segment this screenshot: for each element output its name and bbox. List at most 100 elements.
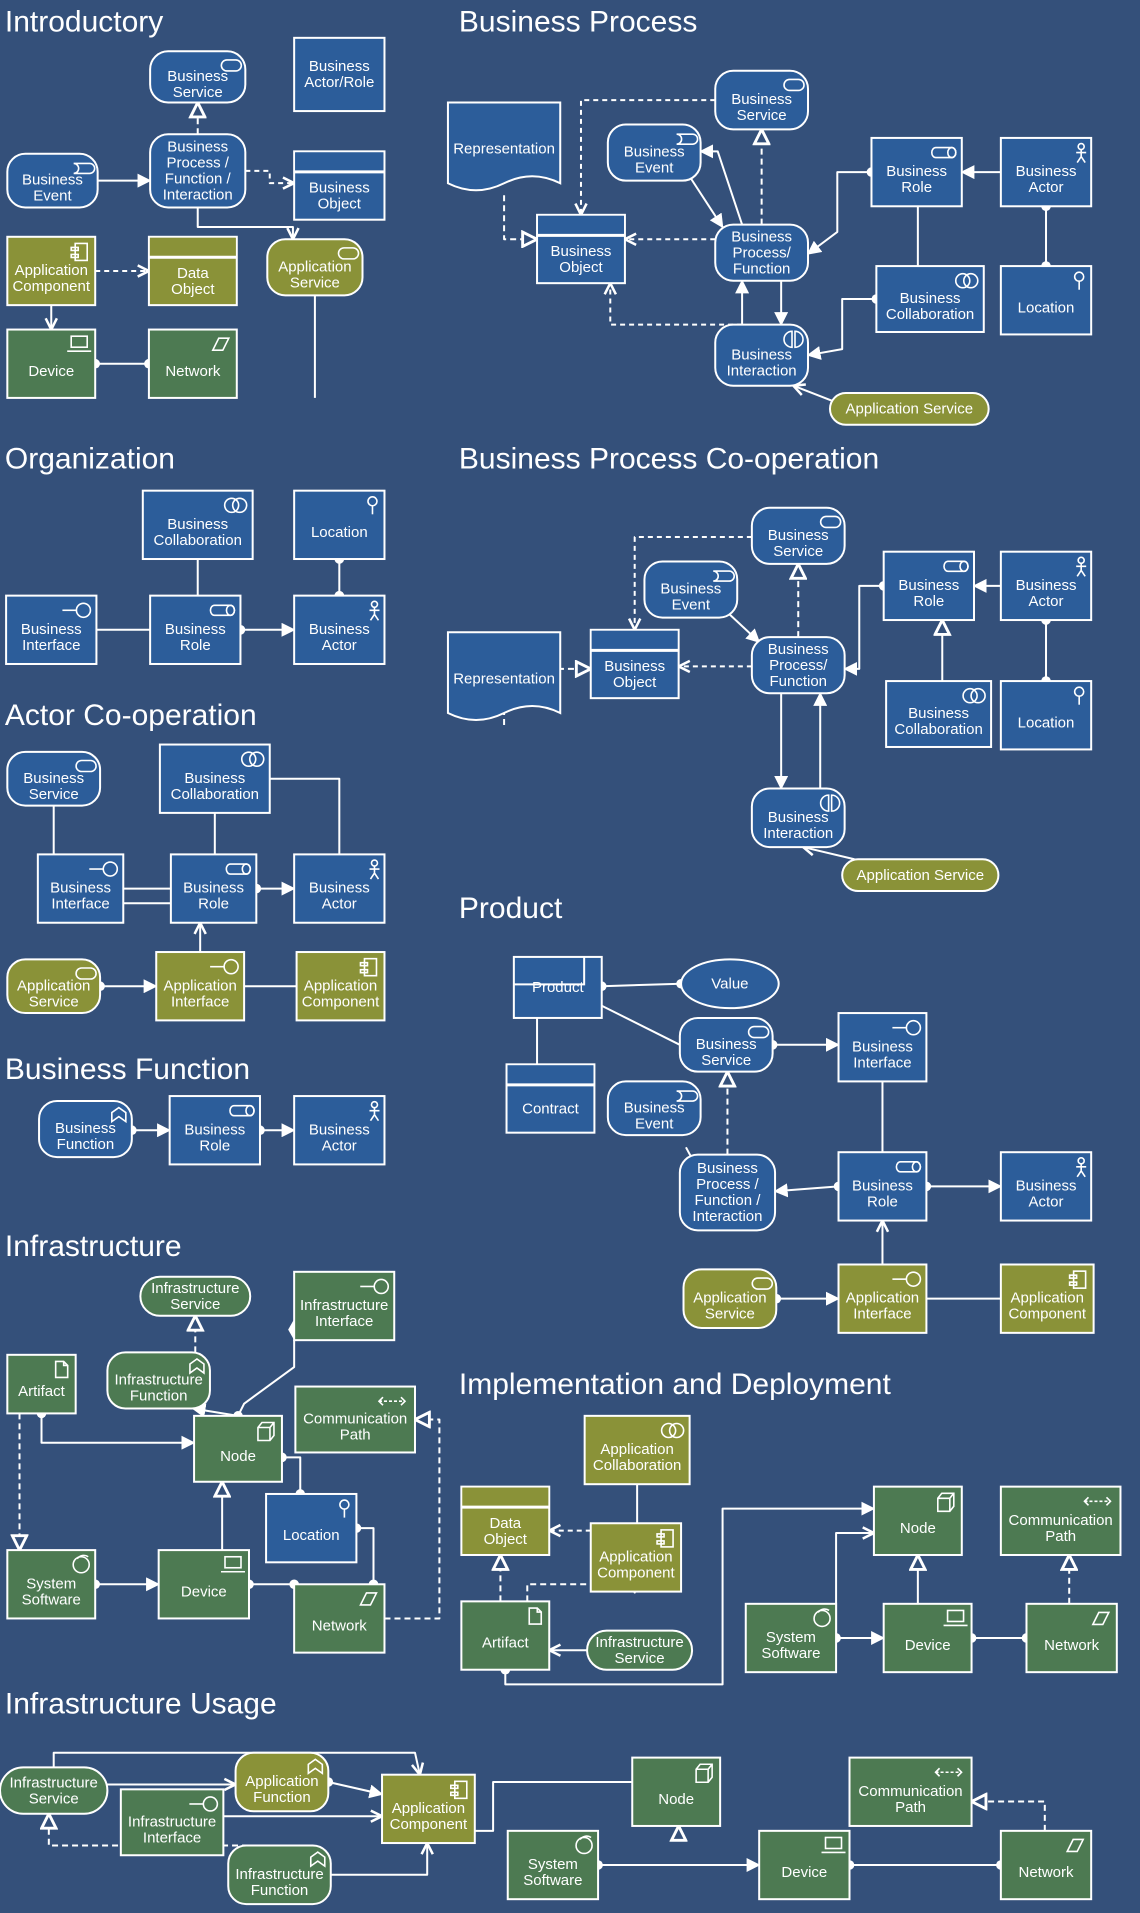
element-u_net[interactable]: Network xyxy=(999,1829,1093,1901)
element-label: Business xyxy=(898,577,959,594)
element-label: Business xyxy=(660,581,721,598)
element-c_as[interactable]: Application Service xyxy=(841,858,1000,893)
element-i_net[interactable]: Network xyxy=(147,328,238,399)
element-label: Function xyxy=(57,1136,115,1153)
element-u_node[interactable]: Node xyxy=(631,1756,722,1827)
element-d_dev[interactable]: Device xyxy=(882,1602,973,1674)
element-o_loc[interactable]: Location xyxy=(293,489,386,561)
element-c_loc[interactable]: Location xyxy=(999,680,1093,751)
element-n_dev[interactable]: Device xyxy=(157,1549,250,1620)
relation-access xyxy=(581,99,716,215)
location-icon xyxy=(1073,686,1085,705)
element-c_rep[interactable]: Representation xyxy=(446,631,562,722)
element-n_node[interactable]: Node xyxy=(193,1414,283,1483)
element-p_prod[interactable]: Product xyxy=(512,955,603,1019)
element-d_node[interactable]: Node xyxy=(872,1485,963,1556)
component-icon xyxy=(1068,1270,1087,1289)
element-d_art[interactable]: Artifact xyxy=(460,1600,551,1671)
element-bp_rep[interactable]: Representation xyxy=(446,101,562,192)
element-u_dev[interactable]: Device xyxy=(758,1829,851,1901)
element-label: Business xyxy=(309,1121,370,1138)
element-p_con[interactable]: Contract xyxy=(505,1063,596,1134)
element-n_loc[interactable]: Location xyxy=(265,1492,358,1564)
element-label: Application xyxy=(392,1800,465,1817)
element-bp_loc[interactable]: Location xyxy=(999,265,1093,336)
element-label: Business xyxy=(900,290,961,307)
element-d_net[interactable]: Network xyxy=(1025,1602,1118,1674)
element-bp_as[interactable]: Application Service xyxy=(828,392,990,426)
element-i_dev[interactable]: Device xyxy=(6,328,97,399)
element-p_val[interactable]: Value xyxy=(680,958,780,1010)
element-n_net[interactable]: Network xyxy=(293,1583,386,1654)
element-n_art[interactable]: Artifact xyxy=(6,1353,77,1415)
location-icon xyxy=(339,1499,350,1518)
